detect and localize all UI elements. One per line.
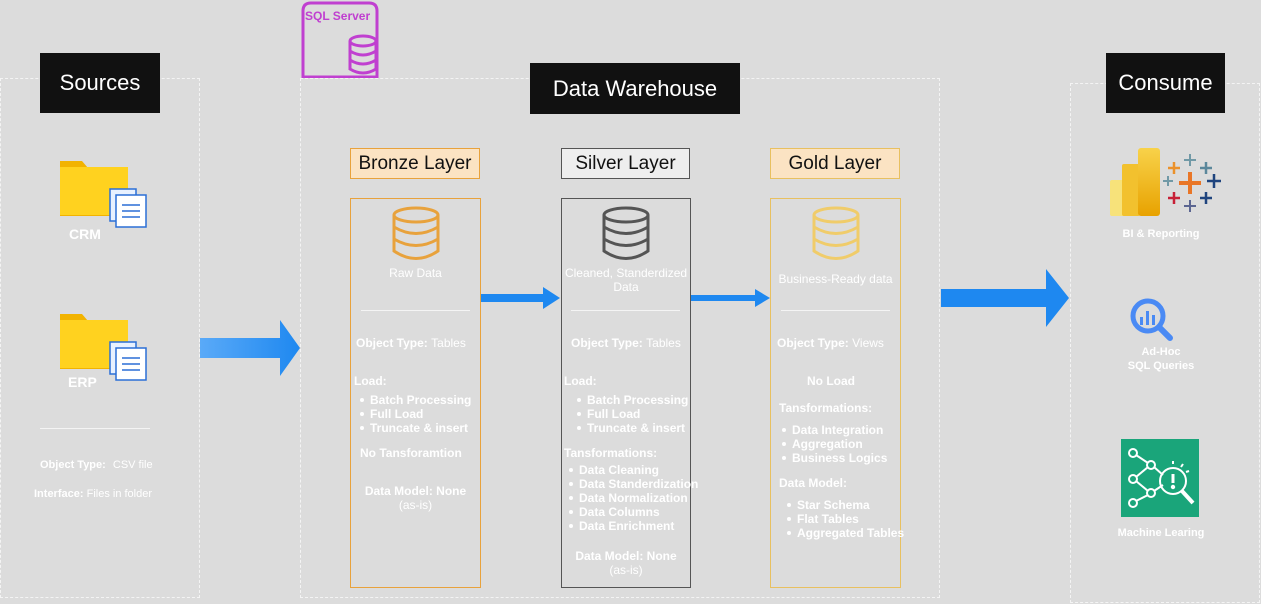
gold-desc: Business-Ready data (778, 272, 893, 286)
list-item: Data Columns (565, 505, 698, 519)
list-item: Full Load (573, 407, 688, 421)
erp-folder-icon (60, 308, 150, 383)
silver-load-label: Load: (564, 374, 597, 388)
silver-layer-box (561, 198, 691, 588)
bronze-object-type-label: Object Type: (356, 336, 428, 350)
bronze-no-transform: No Tansforamtion (360, 446, 462, 460)
list-item: Data Integration (778, 423, 887, 437)
interface-label: Interface: (34, 488, 84, 500)
list-item: Batch Processing (573, 393, 688, 407)
search-chart-icon (1128, 297, 1174, 346)
bronze-data-model: Data Model: None (as-is) (350, 484, 481, 512)
arrow-bronze-to-silver (481, 287, 561, 314)
gold-object-type: Object Type: Views (777, 336, 884, 350)
adhoc-sql-label: Ad-Hoc SQL Queries (1100, 345, 1222, 373)
bronze-data-model-line2: (as-is) (398, 498, 433, 512)
sources-object-type: Object Type: CSV file (40, 458, 153, 472)
gold-layer-title: Gold Layer (770, 148, 900, 179)
sources-divider (40, 428, 150, 429)
gold-data-model-list: Star Schema Flat Tables Aggregated Table… (783, 498, 904, 540)
sql-server-label: SQL Server (305, 9, 371, 23)
ml-icon (1121, 439, 1199, 522)
object-type-label: Object Type: (40, 459, 106, 471)
arrow-warehouse-to-consume (941, 269, 1071, 334)
sources-interface: Interface: Files in folder (34, 487, 152, 501)
arrow-sources-to-warehouse (200, 318, 302, 383)
list-item: Data Cleaning (565, 463, 698, 477)
gold-transform-label: Tansformations: (779, 401, 873, 415)
silver-divider (571, 310, 680, 311)
list-item: Business Logics (778, 451, 887, 465)
silver-data-model-line2: (as-is) (609, 563, 643, 577)
list-item: Aggregation (778, 437, 887, 451)
crm-folder-icon (60, 155, 150, 230)
bi-reporting-label: BI & Reporting (1122, 228, 1200, 240)
consume-title: Consume (1106, 53, 1225, 113)
warehouse-title: Data Warehouse (530, 63, 740, 114)
list-item: Star Schema (783, 498, 904, 512)
crm-label: CRM (69, 226, 101, 242)
silver-object-type: Object Type: Tables (571, 336, 681, 350)
adhoc-line2: SQL Queries (1127, 360, 1195, 372)
list-item: Data Enrichment (565, 519, 698, 533)
silver-desc-line2: Data (613, 280, 639, 294)
bronze-object-type: Object Type: Tables (356, 336, 466, 350)
arrow-silver-to-gold (691, 287, 771, 314)
list-item: Data Normalization (565, 491, 698, 505)
erp-label: ERP (68, 374, 97, 390)
bronze-layer-title: Bronze Layer (350, 148, 480, 179)
sql-server-badge (301, 1, 379, 79)
gold-database-icon (810, 206, 862, 267)
gold-object-type-value: Views (852, 336, 884, 350)
silver-layer-title: Silver Layer (561, 148, 690, 179)
silver-transform-list: Data Cleaning Data Standerdization Data … (565, 463, 698, 533)
silver-transform-label: Tansformations: (564, 446, 658, 460)
sources-title: Sources (40, 53, 160, 113)
list-item: Flat Tables (783, 512, 904, 526)
object-type-value: CSV file (112, 459, 153, 471)
interface-value: Files in folder (86, 488, 153, 500)
list-item: Truncate & insert (573, 421, 688, 435)
bronze-layer-box (350, 198, 481, 588)
silver-database-icon (600, 206, 652, 267)
bronze-load-label: Load: (354, 374, 387, 388)
gold-object-type-label: Object Type: (777, 336, 849, 350)
bronze-database-icon (390, 206, 442, 267)
silver-object-type-label: Object Type: (571, 336, 643, 350)
gold-divider (781, 310, 890, 311)
list-item: Full Load (356, 407, 471, 421)
silver-data-model-line1: Data Model: None (575, 549, 677, 563)
bronze-desc: Raw Data (389, 266, 442, 280)
gold-data-model-label: Data Model: (779, 476, 848, 490)
bronze-divider (361, 310, 470, 311)
silver-data-model: Data Model: None (as-is) (561, 549, 691, 577)
gold-transform-list: Data Integration Aggregation Business Lo… (778, 423, 887, 465)
bronze-load-list: Batch Processing Full Load Truncate & in… (356, 393, 471, 435)
silver-object-type-value: Tables (646, 336, 681, 350)
list-item: Data Standerdization (565, 477, 698, 491)
bronze-object-type-value: Tables (431, 336, 466, 350)
adhoc-line1: Ad-Hoc (1141, 346, 1181, 358)
bronze-data-model-line1: Data Model: None (364, 484, 467, 498)
gold-no-load: No Load (807, 374, 855, 388)
gold-layer-box (770, 198, 901, 588)
powerbi-tableau-icon (1108, 146, 1224, 223)
list-item: Aggregated Tables (783, 526, 904, 540)
silver-desc: Cleaned, Standerdized Data (561, 266, 691, 294)
silver-load-list: Batch Processing Full Load Truncate & in… (573, 393, 688, 435)
silver-desc-line1: Cleaned, Standerdized (564, 266, 688, 280)
ml-label: Machine Learing (1117, 527, 1205, 539)
list-item: Truncate & insert (356, 421, 471, 435)
list-item: Batch Processing (356, 393, 471, 407)
